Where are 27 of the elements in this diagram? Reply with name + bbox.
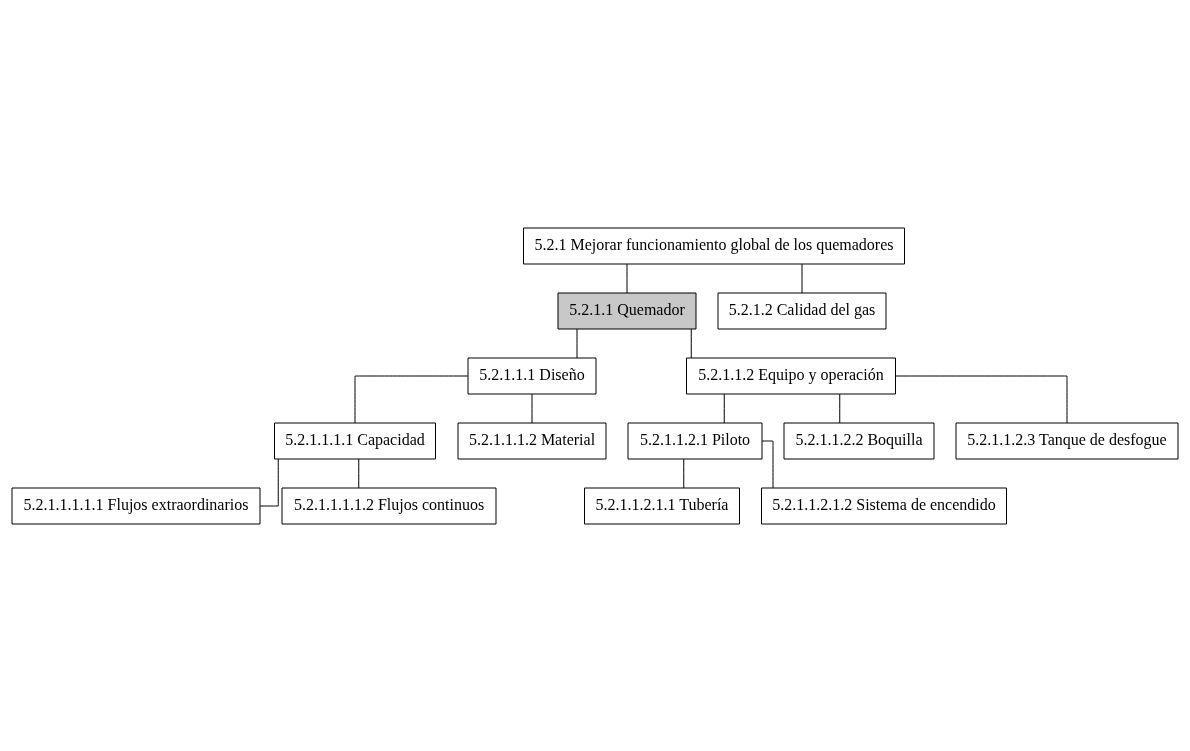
node-box: 5.2.1.1.2.1.2 Sistema de encendido [761,487,1007,524]
connector [839,393,841,423]
node-box: 5.2.1.1.1.1.1 Flujos extraordinarios [11,487,261,524]
connector [690,328,692,358]
node-box: 5.2.1.1 Quemador [557,292,697,329]
connector [801,263,803,293]
node-box: 5.2.1.1.1 Diseño [467,357,597,394]
node-box: 5.2.1.1.1.2 Material [457,422,607,459]
connector [531,393,533,423]
node-box: 5.2.1.1.2.3 Tanque de desfogue [955,422,1179,459]
connector [576,328,578,358]
connector [723,393,725,423]
connector [895,375,1068,423]
connector [761,440,774,488]
connector [259,458,279,506]
node-box: 5.2.1 Mejorar funcionamiento global de los quemadores [523,227,905,264]
connector [683,458,685,488]
node-box: 5.2.1.1.2.2 Boquilla [783,422,935,459]
connector [358,458,360,488]
node-box: 5.2.1.1.2.1.1 Tubería [584,487,740,524]
connector [354,375,469,423]
node-box: 5.2.1.1.2 Equipo y operación [686,357,896,394]
node-box: 5.2.1.2 Calidad del gas [717,292,887,329]
node-box: 5.2.1.1.2.1 Piloto [627,422,763,459]
connector [626,263,628,293]
node-box: 5.2.1.1.1.1.2 Flujos continuos [281,487,497,524]
node-box: 5.2.1.1.1.1 Capacidad [274,422,436,459]
